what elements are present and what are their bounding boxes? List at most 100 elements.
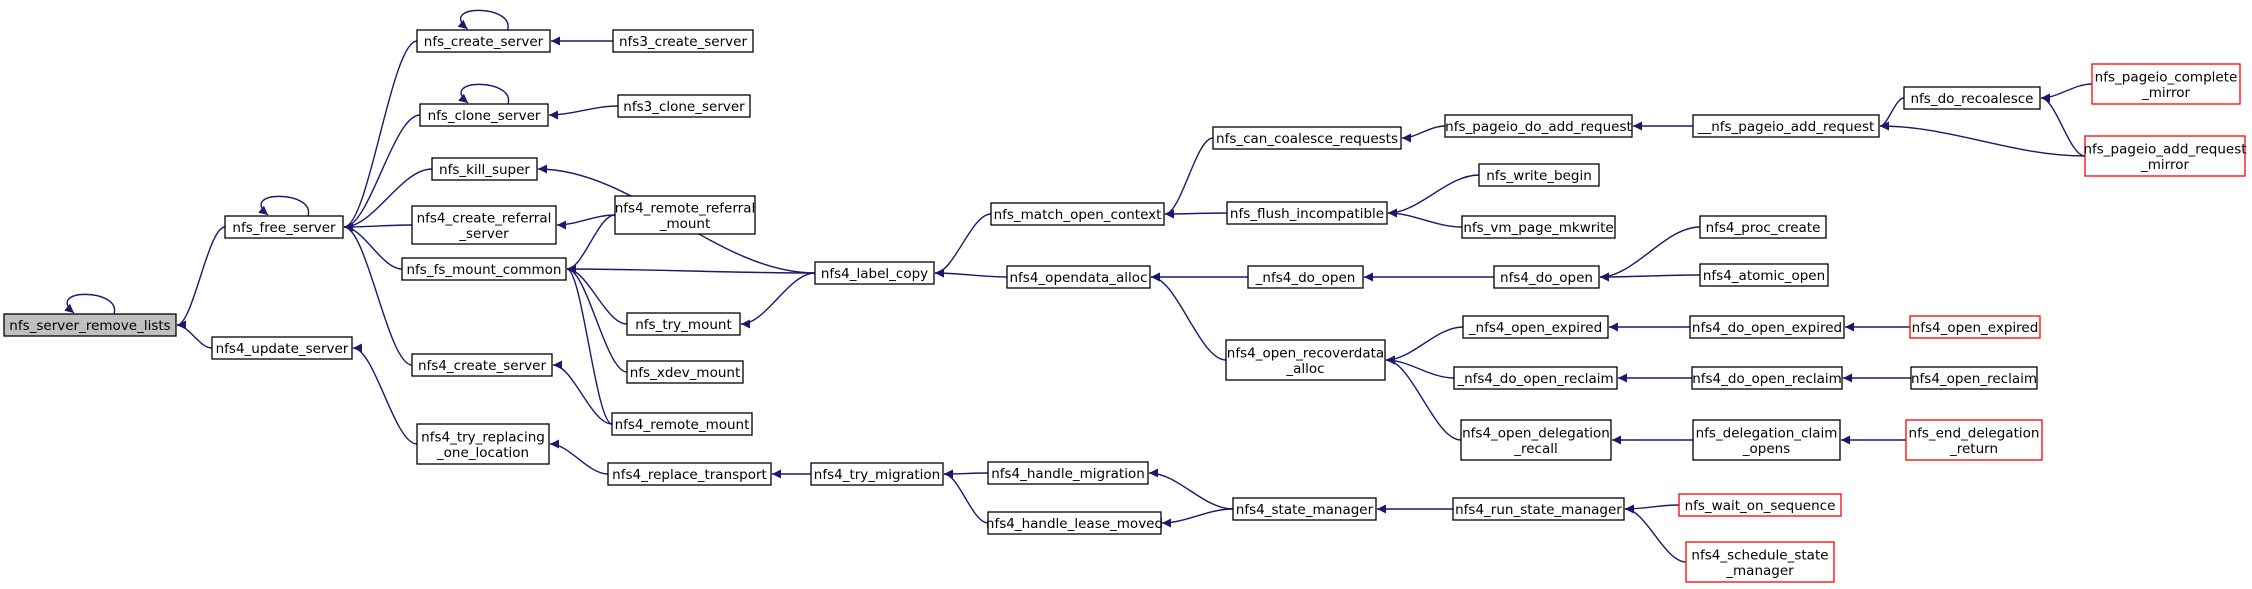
node-box[interactable] [401, 257, 567, 281]
node-box[interactable] [810, 462, 944, 486]
graph-node-nfs4-open-delegation-recall[interactable]: nfs4_open_delegation_recall [1460, 419, 1612, 461]
node-box[interactable] [1462, 315, 1609, 339]
node-box[interactable] [411, 353, 553, 377]
node-box[interactable] [1453, 366, 1618, 390]
graph-node-nfs-vm-page-mkwrite[interactable]: nfs_vm_page_mkwrite [1461, 215, 1616, 239]
graph-node-nfs-match-open-context[interactable]: nfs_match_open_context [990, 202, 1165, 226]
graph-node-nfs4-remote-mount[interactable]: nfs4_remote_mount [611, 412, 753, 436]
node-box[interactable] [814, 261, 935, 285]
node-box[interactable] [1493, 265, 1600, 289]
node-box[interactable] [612, 29, 754, 53]
node-box[interactable] [1444, 114, 1633, 138]
node-box[interactable] [1692, 114, 1880, 138]
node-box[interactable] [211, 336, 353, 360]
node-box[interactable] [626, 312, 741, 336]
graph-node-nfs4-open-recoverdata-alloc[interactable]: nfs4_open_recoverdata_alloc [1225, 339, 1386, 381]
node-box[interactable] [419, 103, 549, 127]
node-box[interactable] [224, 215, 344, 239]
graph-node-nfs4-handle-lease-moved[interactable]: nfs4_handle_lease_moved [986, 511, 1163, 535]
node-box[interactable] [1461, 215, 1616, 239]
graph-node-nfs4-try-migration[interactable]: nfs4_try_migration [810, 462, 944, 486]
node-box[interactable] [614, 195, 756, 235]
node-box[interactable] [1452, 497, 1625, 521]
node-box[interactable] [1232, 497, 1377, 521]
node-box[interactable] [626, 360, 744, 384]
graph-node-nfs-flush-incompatible[interactable]: nfs_flush_incompatible [1226, 201, 1388, 225]
graph-node-nfs4-open-reclaim[interactable]: nfs4_open_reclaim [1910, 366, 2038, 390]
graph-node-nfs-write-begin[interactable]: nfs_write_begin [1478, 163, 1600, 187]
graph-node-nfs-pageio-add-request-mirror[interactable]: nfs_pageio_add_request_mirror [2083, 135, 2247, 177]
node-box[interactable] [3, 313, 177, 337]
graph-node-nfs4-do-open-expired[interactable]: nfs4_do_open_expired [1689, 315, 1845, 339]
graph-node-nfs4-create-server[interactable]: nfs4_create_server [411, 353, 553, 377]
graph-node-nfs4-do-open[interactable]: _nfs4_do_open [1247, 265, 1364, 289]
graph-node-nfs-do-recoalesce[interactable]: nfs_do_recoalesce [1903, 86, 2041, 110]
graph-node-nfs-create-server[interactable]: nfs_create_server [416, 29, 551, 53]
graph-node-nfs4-open-expired[interactable]: _nfs4_open_expired [1462, 315, 1609, 339]
node-box[interactable] [431, 157, 538, 181]
node-box[interactable] [1905, 419, 2043, 461]
graph-node-nfs4-handle-migration[interactable]: nfs4_handle_migration [987, 461, 1149, 485]
graph-node-nfs4-state-manager[interactable]: nfs4_state_manager [1232, 497, 1377, 521]
node-box[interactable] [1225, 339, 1386, 381]
node-box[interactable] [2084, 135, 2246, 177]
node-box[interactable] [416, 423, 550, 465]
graph-node-nfs-pageio-complete-mirror[interactable]: nfs_pageio_complete_mirror [2091, 63, 2241, 105]
graph-node-nfs-end-delegation-return[interactable]: nfs_end_delegation_return [1905, 419, 2043, 461]
graph-node-nfs-pageio-add-request[interactable]: __nfs_pageio_add_request [1692, 114, 1880, 138]
node-box[interactable] [411, 205, 557, 245]
node-box[interactable] [1685, 541, 1835, 583]
graph-node-nfs4-create-referral-server[interactable]: nfs4_create_referral_server [411, 205, 557, 245]
graph-node-nfs-fs-mount-common[interactable]: nfs_fs_mount_common [401, 257, 567, 281]
graph-node-nfs-try-mount[interactable]: nfs_try_mount [626, 312, 741, 336]
graph-node-nfs4-do-open-reclaim[interactable]: nfs4_do_open_reclaim [1691, 366, 1843, 390]
node-box[interactable] [987, 511, 1162, 535]
graph-node-nfs4-do-open-reclaim[interactable]: _nfs4_do_open_reclaim [1453, 366, 1618, 390]
node-box[interactable] [1460, 419, 1612, 461]
graph-node-nfs4-atomic-open[interactable]: nfs4_atomic_open [1699, 263, 1829, 287]
graph-node-nfs4-run-state-manager[interactable]: nfs4_run_state_manager [1452, 497, 1625, 521]
graph-node-nfs4-do-open[interactable]: nfs4_do_open [1493, 265, 1600, 289]
graph-node-nfs-free-server[interactable]: nfs_free_server [224, 215, 344, 239]
node-box[interactable] [607, 462, 772, 486]
node-box[interactable] [416, 29, 551, 53]
graph-node-nfs4-schedule-state-manager[interactable]: nfs4_schedule_state_manager [1685, 541, 1835, 583]
graph-node-nfs-wait-on-sequence[interactable]: nfs_wait_on_sequence [1678, 493, 1842, 517]
node-box[interactable] [1910, 366, 2038, 390]
node-box[interactable] [617, 94, 751, 118]
graph-node-nfs4-label-copy[interactable]: nfs4_label_copy [814, 261, 935, 285]
node-box[interactable] [1226, 201, 1388, 225]
graph-node-nfs-kill-super[interactable]: nfs_kill_super [431, 157, 538, 181]
node-box[interactable] [1903, 86, 2041, 110]
node-box[interactable] [1678, 493, 1842, 517]
graph-node-nfs-server-remove-lists[interactable]: nfs_server_remove_lists [3, 313, 177, 337]
node-box[interactable] [1909, 315, 2041, 339]
node-box[interactable] [990, 202, 1165, 226]
node-box[interactable] [1689, 315, 1845, 339]
graph-node-nfs3-clone-server[interactable]: nfs3_clone_server [617, 94, 751, 118]
graph-node-nfs4-opendata-alloc[interactable]: nfs4_opendata_alloc [1006, 265, 1151, 289]
node-box[interactable] [1006, 265, 1151, 289]
node-box[interactable] [1691, 366, 1843, 390]
graph-node-nfs4-remote-referral-mount[interactable]: nfs4_remote_referral_mount [614, 195, 756, 235]
graph-node-nfs3-create-server[interactable]: nfs3_create_server [612, 29, 754, 53]
graph-node-nfs4-try-replacing-one-location[interactable]: nfs4_try_replacing_one_location [416, 423, 550, 465]
node-box[interactable] [1692, 419, 1841, 461]
graph-node-nfs4-open-expired[interactable]: nfs4_open_expired [1909, 315, 2041, 339]
graph-node-nfs-xdev-mount[interactable]: nfs_xdev_mount [626, 360, 744, 384]
node-box[interactable] [611, 412, 753, 436]
node-box[interactable] [2091, 63, 2241, 105]
graph-node-nfs4-update-server[interactable]: nfs4_update_server [211, 336, 353, 360]
graph-node-nfs-can-coalesce-requests[interactable]: nfs_can_coalesce_requests [1212, 126, 1402, 150]
node-box[interactable] [1247, 265, 1364, 289]
graph-node-nfs-delegation-claim-opens[interactable]: nfs_delegation_claim_opens [1692, 419, 1841, 461]
node-box[interactable] [1699, 263, 1829, 287]
graph-node-nfs4-replace-transport[interactable]: nfs4_replace_transport [607, 462, 772, 486]
node-box[interactable] [987, 461, 1149, 485]
node-box[interactable] [1212, 126, 1402, 150]
graph-node-nfs4-proc-create[interactable]: nfs4_proc_create [1699, 215, 1827, 239]
graph-node-nfs-pageio-do-add-request[interactable]: nfs_pageio_do_add_request [1444, 114, 1633, 138]
node-box[interactable] [1478, 163, 1600, 187]
graph-node-nfs-clone-server[interactable]: nfs_clone_server [419, 103, 549, 127]
node-box[interactable] [1699, 215, 1827, 239]
